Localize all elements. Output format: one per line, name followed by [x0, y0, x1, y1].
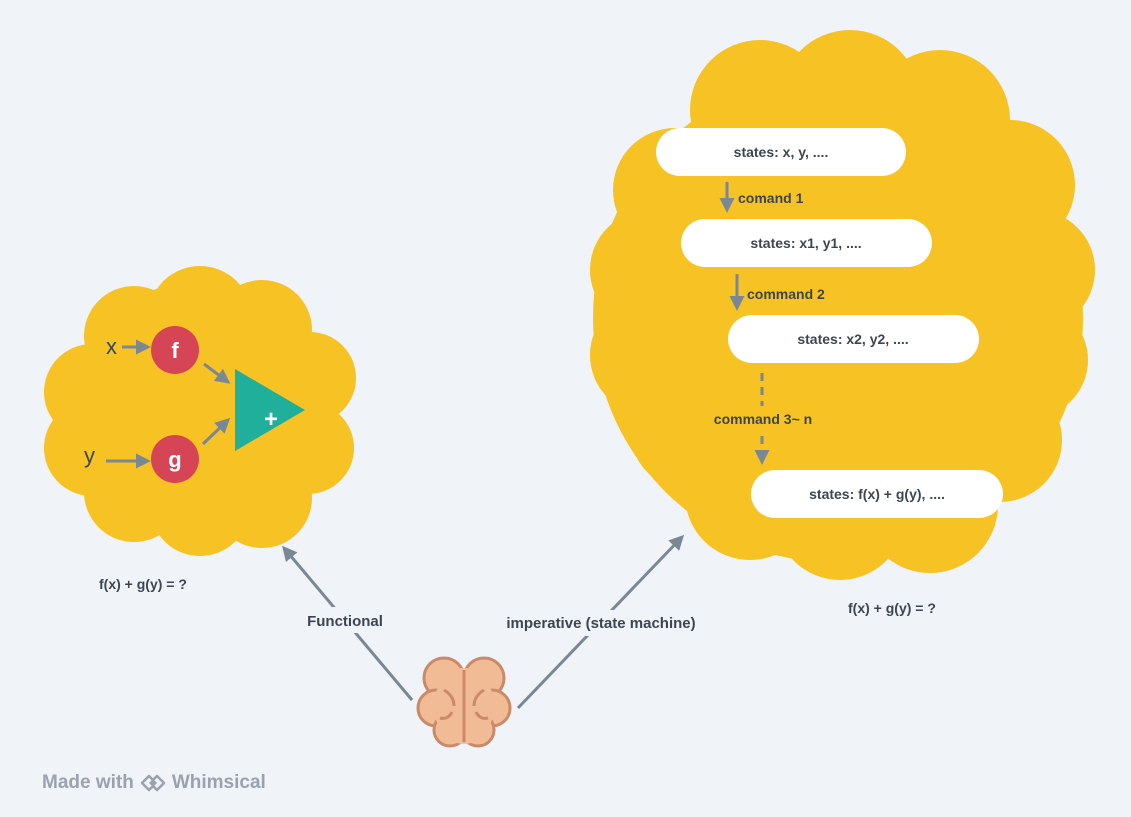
footer: Made with Whimsical	[42, 772, 266, 794]
state-box-2	[681, 219, 932, 267]
state-box-2-label: states: x1, y1, ....	[750, 235, 861, 251]
node-f-label: f	[171, 338, 179, 363]
command-2-label: command 2	[747, 286, 825, 302]
functional-caption: f(x) + g(y) = ?	[99, 576, 187, 592]
input-x-label: x	[106, 334, 117, 359]
imperative-caption: f(x) + g(y) = ?	[848, 600, 936, 616]
whimsical-logo-icon	[140, 774, 166, 792]
state-box-4-label: states: f(x) + g(y), ....	[809, 486, 945, 502]
edge-imperative-label: imperative (state machine)	[506, 615, 695, 632]
arrow-f-to-sum	[203, 362, 231, 384]
sum-triangle	[235, 369, 305, 451]
state-box-1	[656, 128, 906, 176]
sum-symbol: +	[264, 406, 278, 433]
functional-cloud	[44, 266, 356, 556]
command-1-label: comand 1	[738, 190, 804, 206]
brain-icon	[416, 656, 512, 748]
node-g	[151, 435, 199, 483]
edge-imperative-label-bg	[494, 610, 710, 636]
edge-functional-label-bg	[298, 607, 392, 633]
state-box-4	[751, 470, 1003, 518]
input-y-label: y	[84, 443, 95, 468]
state-box-1-label: states: x, y, ....	[734, 144, 829, 160]
made-with-label: Made with	[42, 772, 134, 793]
arrow-g-to-sum	[201, 417, 231, 446]
command-3-label: command 3~ n	[714, 411, 812, 427]
node-g-label: g	[168, 447, 181, 472]
state-box-3-label: states: x2, y2, ....	[797, 331, 908, 347]
whimsical-brand-label[interactable]: Whimsical	[171, 772, 266, 793]
edge-functional-label: Functional	[307, 613, 383, 630]
node-f	[151, 326, 199, 374]
state-box-3	[728, 315, 979, 363]
